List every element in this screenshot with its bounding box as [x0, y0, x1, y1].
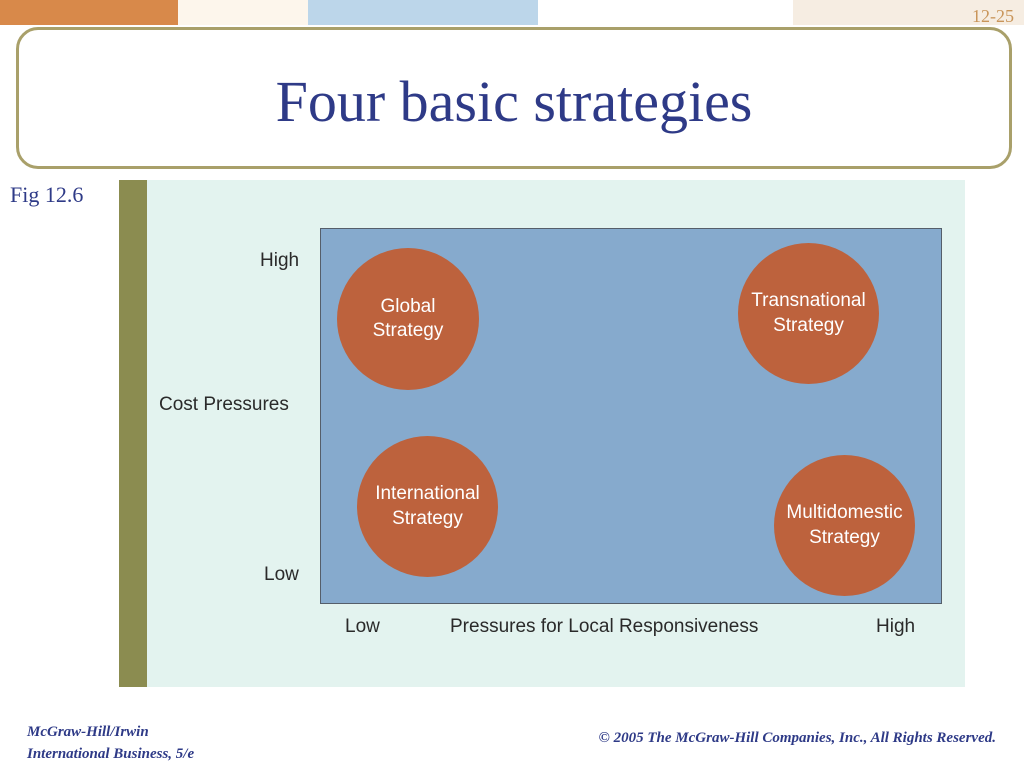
- title-box: Four basic strategies: [16, 27, 1012, 169]
- strip-segment-white: [538, 0, 793, 25]
- figure-accent-bar: [119, 180, 147, 687]
- bubble-line: Transnational: [751, 290, 866, 312]
- figure-label: Fig 12.6: [10, 182, 84, 207]
- strip-segment-blue: [308, 0, 538, 25]
- slide-number: 12-25: [972, 6, 1014, 26]
- x-axis-high-label: High: [876, 616, 916, 637]
- bubble-line: Strategy: [773, 314, 844, 336]
- decorative-top-strip: [0, 0, 1024, 25]
- y-axis-title: Cost Pressures: [159, 394, 289, 415]
- strip-segment-orange: [0, 0, 178, 25]
- bubble-line: International: [375, 483, 480, 505]
- strip-segment-beige: [793, 0, 1024, 25]
- x-axis-title: Pressures for Local Responsiveness: [450, 616, 759, 637]
- bubble-line: Multidomestic: [786, 502, 903, 524]
- footer-publisher-block: McGraw-Hill/Irwin International Business…: [27, 722, 194, 766]
- bubble-line: Strategy: [372, 320, 444, 341]
- bubble-line: Strategy: [809, 526, 880, 548]
- footer-book: International Business, 5/e: [27, 745, 195, 762]
- slide-title: Four basic strategies: [275, 69, 753, 134]
- x-axis-low-label: Low: [345, 616, 380, 637]
- bubble-line: Strategy: [392, 507, 463, 529]
- y-axis-low-label: Low: [264, 564, 299, 585]
- strip-segment-cream: [178, 0, 308, 25]
- footer-publisher: McGraw-Hill/Irwin: [27, 724, 149, 740]
- footer-copyright: © 2005 The McGraw-Hill Companies, Inc., …: [598, 730, 996, 746]
- y-axis-high-label: High: [260, 250, 300, 271]
- bubble-line: Global: [380, 295, 436, 317]
